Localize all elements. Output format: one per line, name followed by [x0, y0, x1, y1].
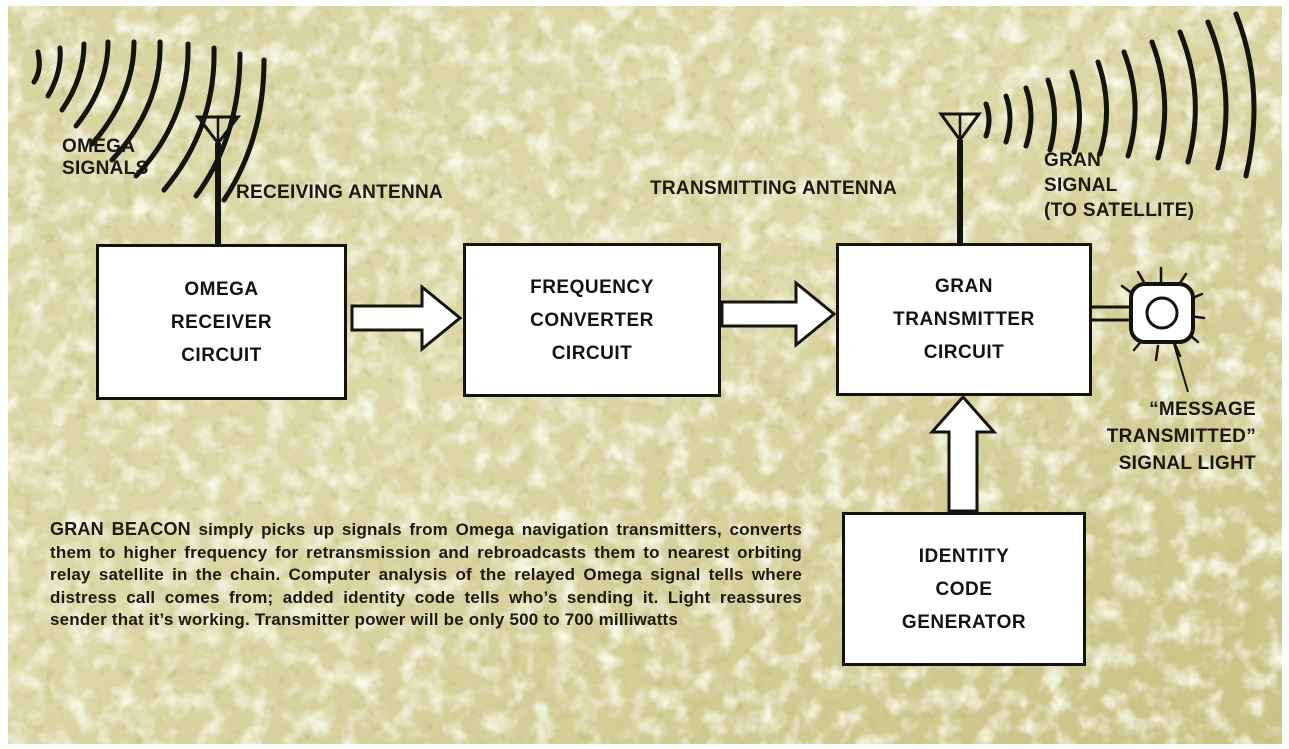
identity-code-line-2: CODE — [935, 578, 993, 600]
identity-code-line-1: IDENTITY — [918, 545, 1010, 567]
caption-lead: GRAN BEACON — [50, 519, 191, 539]
gran-signal-line-3: (TO SATELLITE) — [1044, 200, 1195, 221]
gran-signal-line-1: GRAN — [1044, 150, 1102, 171]
arrow-identity-to-transmitter — [928, 394, 998, 513]
arrow-receiver-to-converter — [350, 283, 463, 353]
gran-signal-line-2: SIGNAL — [1044, 175, 1118, 196]
omega-receiver-circuit-box: OMEGA RECEIVER CIRCUIT — [96, 244, 347, 400]
receiving-antenna-icon — [194, 115, 242, 247]
caption-text: GRAN BEACON simply picks up signals from… — [50, 518, 802, 632]
message-transmitted-line-1: “MESSAGE — [1149, 399, 1256, 420]
gran-transmitter-line-1: GRAN — [935, 276, 993, 297]
omega-signals-label: OMEGA SIGNALS — [62, 136, 149, 180]
gran-transmitter-circuit-box: GRAN TRANSMITTER CIRCUIT — [836, 243, 1092, 396]
arrow-converter-to-transmitter — [720, 279, 837, 349]
caption-body: simply picks up signals from Omega navig… — [50, 520, 802, 629]
gran-signal-waves — [983, 11, 1257, 179]
frequency-converter-line-3: CIRCUIT — [551, 342, 633, 364]
gran-transmitter-line-3: CIRCUIT — [923, 342, 1005, 363]
message-transmitted-line-2: TRANSMITTED” — [1106, 426, 1256, 447]
message-transmitted-label: “MESSAGE TRANSMITTED” SIGNAL LIGHT — [1084, 396, 1256, 477]
gran-transmitter-line-2: TRANSMITTER — [893, 309, 1035, 330]
identity-code-generator-box: IDENTITY CODE GENERATOR — [842, 512, 1086, 666]
omega-receiver-line-2: RECEIVER — [170, 311, 273, 333]
omega-receiver-line-1: OMEGA — [184, 278, 259, 300]
transmitting-antenna-label: TRANSMITTING ANTENNA — [650, 178, 897, 199]
omega-signals-line-1: OMEGA — [62, 136, 136, 157]
frequency-converter-circuit-box: FREQUENCY CONVERTER CIRCUIT — [463, 243, 721, 397]
frequency-converter-line-1: FREQUENCY — [530, 276, 654, 298]
gran-signal-label: GRAN SIGNAL (TO SATELLITE) — [1044, 148, 1194, 223]
message-transmitted-line-3: SIGNAL LIGHT — [1118, 453, 1256, 474]
transmitting-antenna-icon — [938, 112, 982, 245]
identity-code-line-3: GENERATOR — [901, 611, 1027, 633]
omega-receiver-line-3: CIRCUIT — [181, 344, 262, 366]
receiving-antenna-label: RECEIVING ANTENNA — [236, 182, 444, 203]
signal-light-icon — [1120, 266, 1206, 393]
light-connector — [1091, 305, 1132, 322]
frequency-converter-line-2: CONVERTER — [530, 309, 654, 331]
omega-signals-line-2: SIGNALS — [62, 158, 149, 179]
